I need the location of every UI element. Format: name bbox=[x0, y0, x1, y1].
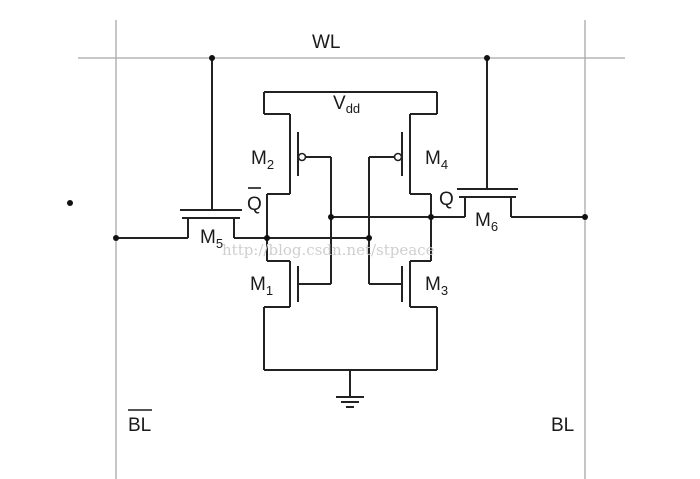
transistor-m2 bbox=[264, 113, 331, 238]
cross-coupling bbox=[267, 157, 431, 284]
transistor-m4 bbox=[369, 113, 437, 217]
transistor-m5 bbox=[116, 58, 267, 239]
m4-gate-bubble bbox=[393, 152, 403, 162]
label-bl: BL bbox=[551, 415, 574, 436]
junction-bl bbox=[582, 214, 588, 220]
ground-rail bbox=[263, 344, 438, 396]
junction-wl-m5 bbox=[209, 55, 215, 61]
junction-qbar-gate bbox=[366, 235, 372, 241]
junction-blbar bbox=[113, 235, 119, 241]
junction-q bbox=[428, 214, 434, 220]
label-m4: M4 bbox=[425, 148, 448, 172]
label-m6: M6 bbox=[475, 210, 498, 234]
label-m1: M1 bbox=[250, 274, 273, 298]
junction-qbar bbox=[264, 235, 270, 241]
label-wl: WL bbox=[312, 32, 341, 53]
watermark-text: http://blog.csdn.net/stpeace bbox=[222, 241, 435, 259]
transistor-m1 bbox=[263, 238, 331, 344]
rails bbox=[78, 20, 625, 479]
junction-dots bbox=[113, 55, 588, 241]
junction-q-gate bbox=[328, 214, 334, 220]
m2-gate-bubble bbox=[297, 152, 307, 162]
transistor-m3 bbox=[369, 217, 438, 344]
label-q: Q bbox=[439, 189, 454, 210]
label-qbar: Q bbox=[247, 194, 262, 215]
label-blbar: BL bbox=[128, 415, 151, 436]
ground-icon bbox=[336, 396, 364, 408]
label-m3: M3 bbox=[425, 274, 448, 298]
stray-dot bbox=[67, 200, 73, 206]
label-m2: M2 bbox=[251, 148, 274, 172]
label-m5: M5 bbox=[200, 227, 223, 251]
vdd-rail bbox=[263, 91, 438, 114]
label-vdd: Vdd bbox=[333, 93, 360, 116]
transistor-m6 bbox=[431, 58, 585, 218]
junction-wl-m6 bbox=[484, 55, 490, 61]
